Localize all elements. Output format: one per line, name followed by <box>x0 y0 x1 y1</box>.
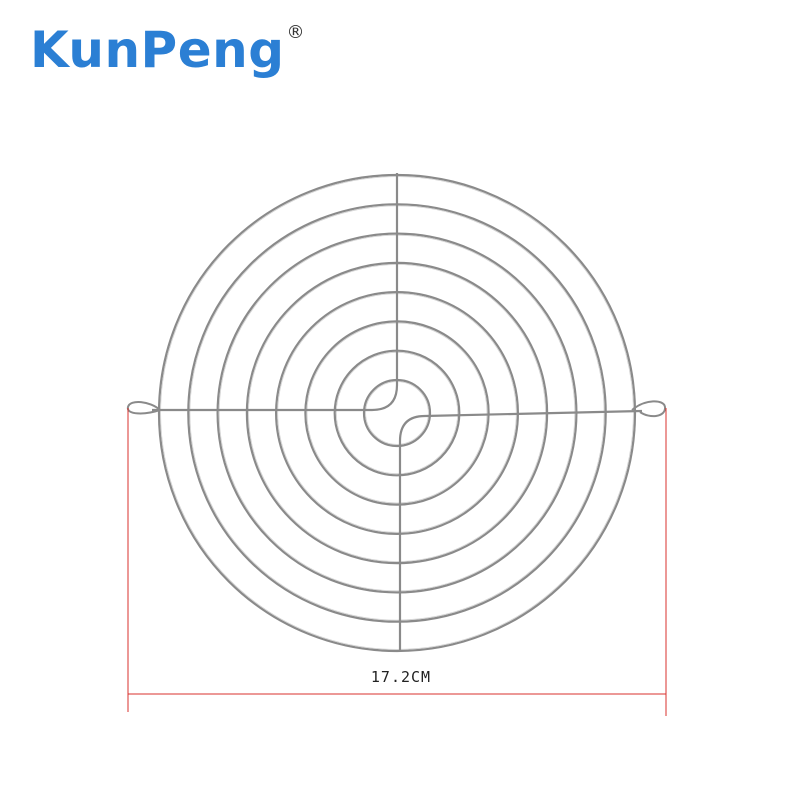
brand-name: KunPeng <box>30 21 285 79</box>
brand-logo: KunPeng ® <box>30 18 305 82</box>
grille-spoke-top <box>371 173 399 412</box>
mounting-loop-left <box>126 401 161 415</box>
grille-spoke-bottom <box>398 414 426 651</box>
mounting-loop-right <box>631 400 666 418</box>
dimension-lines <box>127 408 667 716</box>
dimension-label: 17.2CM <box>370 668 432 686</box>
mounting-loops <box>126 400 666 418</box>
grille-spokes <box>152 173 643 651</box>
grille-spoke-right <box>424 409 643 418</box>
registered-mark: ® <box>286 22 305 43</box>
